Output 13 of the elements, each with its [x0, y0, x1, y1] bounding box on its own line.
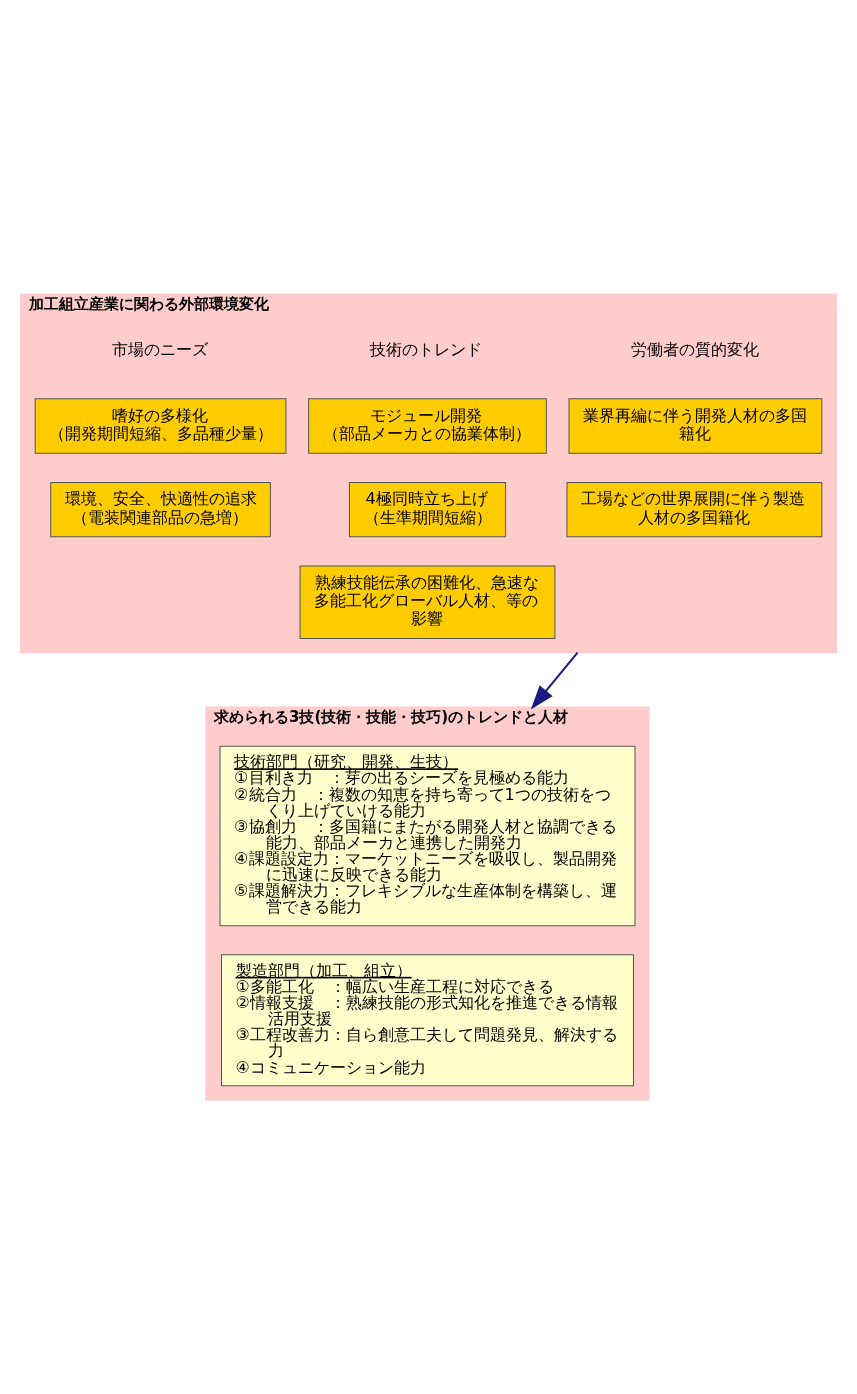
node-box: モジュール開発 （部品メーカとの協業体制）: [308, 398, 547, 454]
node-box: 嗜好の多様化 （開発期間短縮、多品種少量）: [34, 398, 287, 454]
node-box: 技術部門（研究、開発、生技） ①目利き力 ：芽の出るシーズを見極める能力 ②統合力 ：複数の知恵を持ち寄って1つの技術をつくり上げていける能力 ③協創力 ：多国籍にまたがる開発人材と協調できる能力、部品メーカと連携した開発力 ④課題設定力：マーケットニーズを吸収し、製品開発に迅速に反映できる能力 ⑤課題解決力：フレキシブルな生産体制を構築し、運営できる能力: [219, 745, 636, 927]
node-box: 製造部門（加工、組立） ①多能工化 ：幅広い生産工程に対応できる ②情報支援 ：熟練技能の形式知化を推進できる情報活用支援 ③工程改善力：自ら創意工夫して問題発見、解決する力 ④コミュニケーション能力: [221, 954, 634, 1087]
label: 市場のニーズ: [111, 340, 208, 360]
node-box: 環境、安全、快適性の追求 （電装関連部品の急増）: [50, 481, 271, 538]
node-box: 4極同時立ち上げ （生準期間短縮）: [348, 481, 507, 538]
arrow: [530, 652, 579, 710]
label: 労働者の質的変化: [631, 340, 760, 360]
node-box: 熟練技能伝承の困難化、急速な多能工化グローバル人材、等の影響: [299, 565, 556, 640]
label: 技術のトレンド: [369, 340, 482, 360]
node-box: 業界再編に伴う開発人材の多国籍化: [568, 398, 823, 454]
node-box: 工場などの世界展開に伴う製造人材の多国籍化: [566, 481, 823, 538]
